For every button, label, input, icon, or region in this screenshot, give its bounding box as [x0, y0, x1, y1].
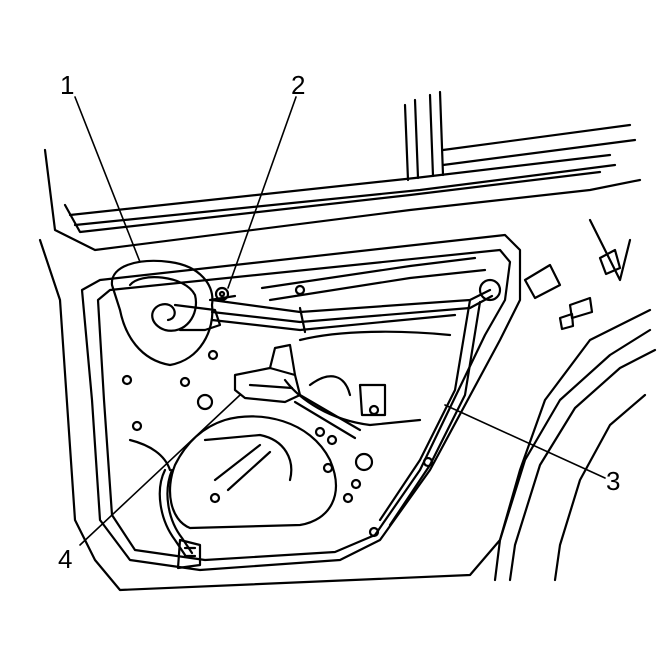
armrest-trim [128, 330, 452, 530]
mounting-holes [121, 284, 434, 538]
wiring-harness [158, 468, 202, 570]
release-cables [210, 256, 502, 527]
leader-lines [74, 96, 606, 546]
callout-4: 4 [58, 544, 73, 574]
door-handle-housing [110, 259, 222, 367]
lock-actuator [233, 343, 362, 440]
callout-2: 2 [291, 70, 306, 100]
door-outer-shell [38, 218, 657, 592]
fastener [208, 286, 237, 302]
window-frame [43, 90, 642, 252]
door-brackets [523, 248, 622, 331]
callout-3: 3 [606, 466, 621, 496]
callout-1: 1 [60, 70, 75, 100]
